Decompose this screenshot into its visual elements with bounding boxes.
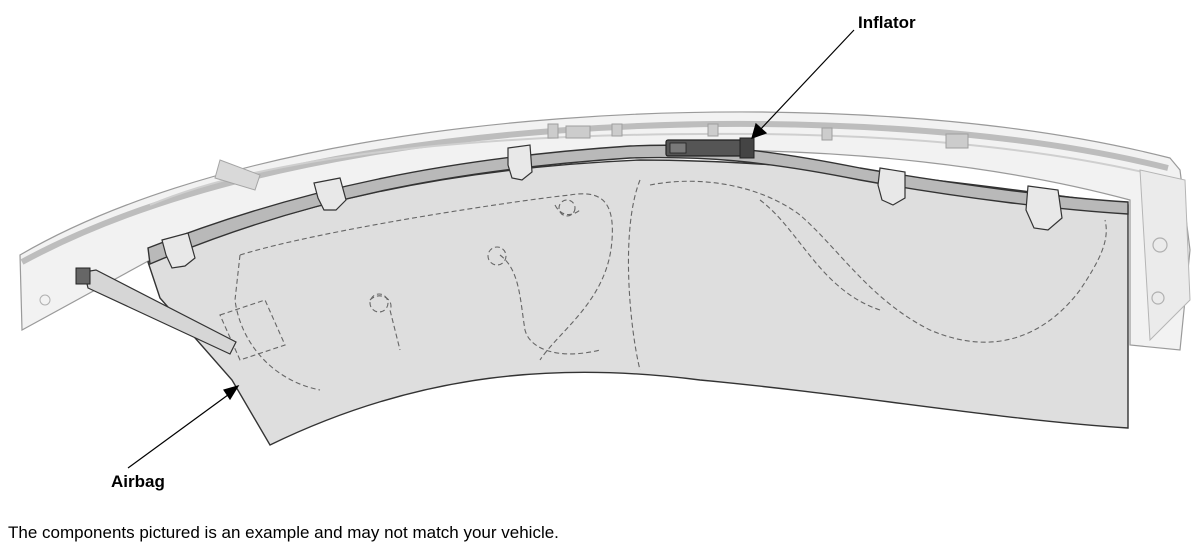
tether-anchor [75, 267, 91, 285]
roof-frame [19, 111, 1191, 351]
mounting-clips [161, 144, 1063, 269]
airbag-label: Airbag [111, 472, 165, 491]
leader-lines [127, 29, 855, 469]
inflator [665, 137, 755, 159]
airbag-chambers [219, 179, 1107, 391]
inflator-label: Inflator [858, 13, 916, 32]
tether-strap [83, 269, 237, 355]
disclaimer-caption: The components pictured is an example an… [8, 523, 559, 542]
